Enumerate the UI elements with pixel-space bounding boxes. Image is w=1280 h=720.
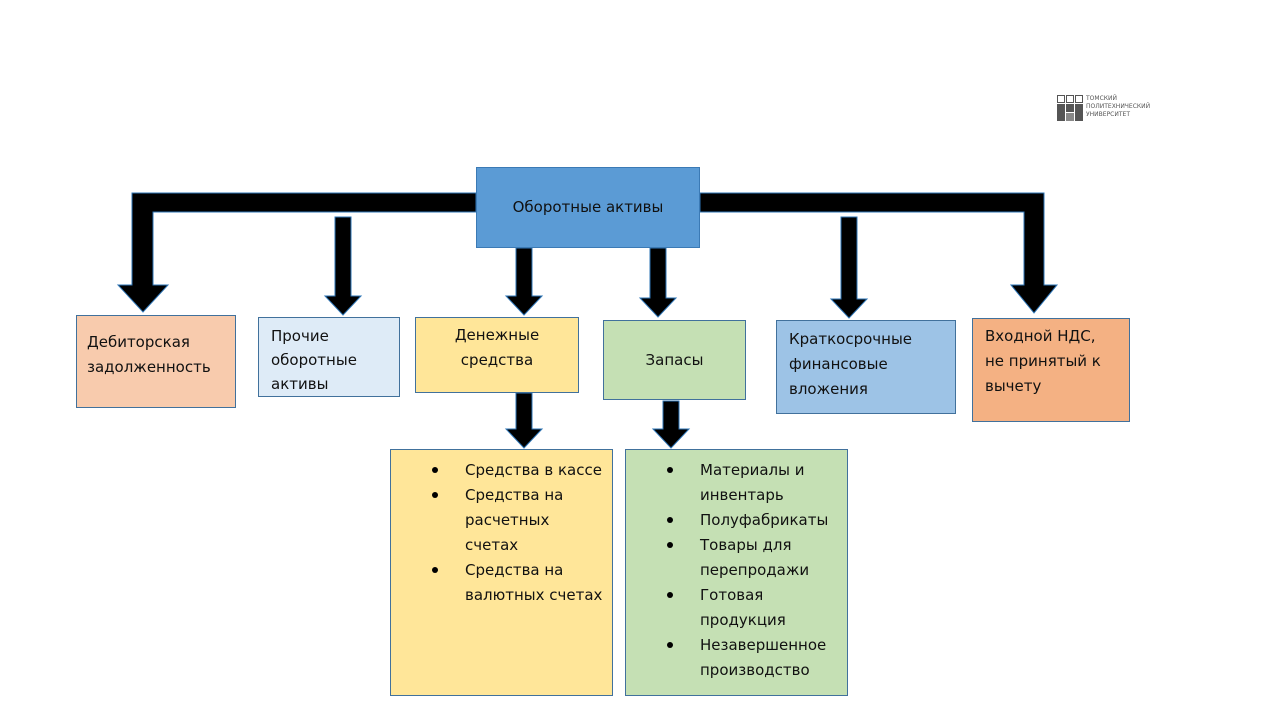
cash-breakdown-list: Средства в кассе Средства на расчетных с… (390, 449, 613, 696)
arrow-to-vat (699, 192, 1059, 314)
node-other-current-assets: Прочие оборотные активы (258, 317, 400, 397)
node-short-term-investments: Краткосрочные финансовые вложения (776, 320, 956, 414)
root-node-label: Оборотные активы (512, 198, 664, 216)
inventory-breakdown-list: Материалы и инвентарь Полуфабрикаты Това… (625, 449, 848, 696)
arrow-to-inventory-list (651, 400, 691, 449)
arrow-to-receivables (116, 192, 477, 313)
list-item: Полуфабрикаты (667, 508, 843, 533)
list-item: Средства в кассе (432, 458, 608, 483)
logo-line: УНИВЕРСИТЕТ (1086, 111, 1130, 118)
tpu-logo-icon (1057, 95, 1083, 121)
list-item: Товары для перепродажи (667, 533, 820, 583)
node-inventory: Запасы (603, 320, 746, 400)
arrow-to-investments (829, 216, 869, 319)
node-cash-label: Денежные средства (454, 326, 540, 369)
cash-items: Средства в кассе Средства на расчетных с… (391, 458, 608, 608)
node-receivables: Дебиторская задолженность (76, 315, 236, 408)
root-node-current-assets: Оборотные активы (476, 167, 700, 248)
university-logo: ТОМСКИЙ ПОЛИТЕХНИЧЕСКИЙ УНИВЕРСИТЕТ (1057, 95, 1150, 121)
arrow-to-other (323, 216, 363, 316)
logo-line: ТОМСКИЙ (1086, 95, 1117, 102)
inventory-items: Материалы и инвентарь Полуфабрикаты Това… (626, 458, 843, 683)
node-investments-label: Краткосрочные финансовые вложения (789, 330, 913, 398)
list-item: Материалы и инвентарь (667, 458, 820, 508)
arrow-to-inventory (638, 247, 678, 318)
node-cash: Денежные средства (415, 317, 579, 393)
arrow-to-cash (504, 247, 544, 316)
list-item: Готовая продукция (667, 583, 800, 633)
node-inventory-label: Запасы (645, 350, 704, 369)
node-input-vat: Входной НДС, не принятый к вычету (972, 318, 1130, 422)
logo-wordmark: ТОМСКИЙ ПОЛИТЕХНИЧЕСКИЙ УНИВЕРСИТЕТ (1086, 95, 1150, 119)
list-item: Средства на расчетных счетах (432, 483, 595, 558)
node-vat-label: Входной НДС, не принятый к вычету (985, 327, 1101, 395)
logo-line: ПОЛИТЕХНИЧЕСКИЙ (1086, 103, 1151, 110)
list-item: Средства на валютных счетах (432, 558, 605, 608)
node-receivables-label: Дебиторская задолженность (87, 333, 211, 376)
arrow-to-cash-list (504, 392, 544, 449)
node-other-label: Прочие оборотные активы (271, 327, 357, 393)
list-item: Незавершенное производство (667, 633, 843, 683)
